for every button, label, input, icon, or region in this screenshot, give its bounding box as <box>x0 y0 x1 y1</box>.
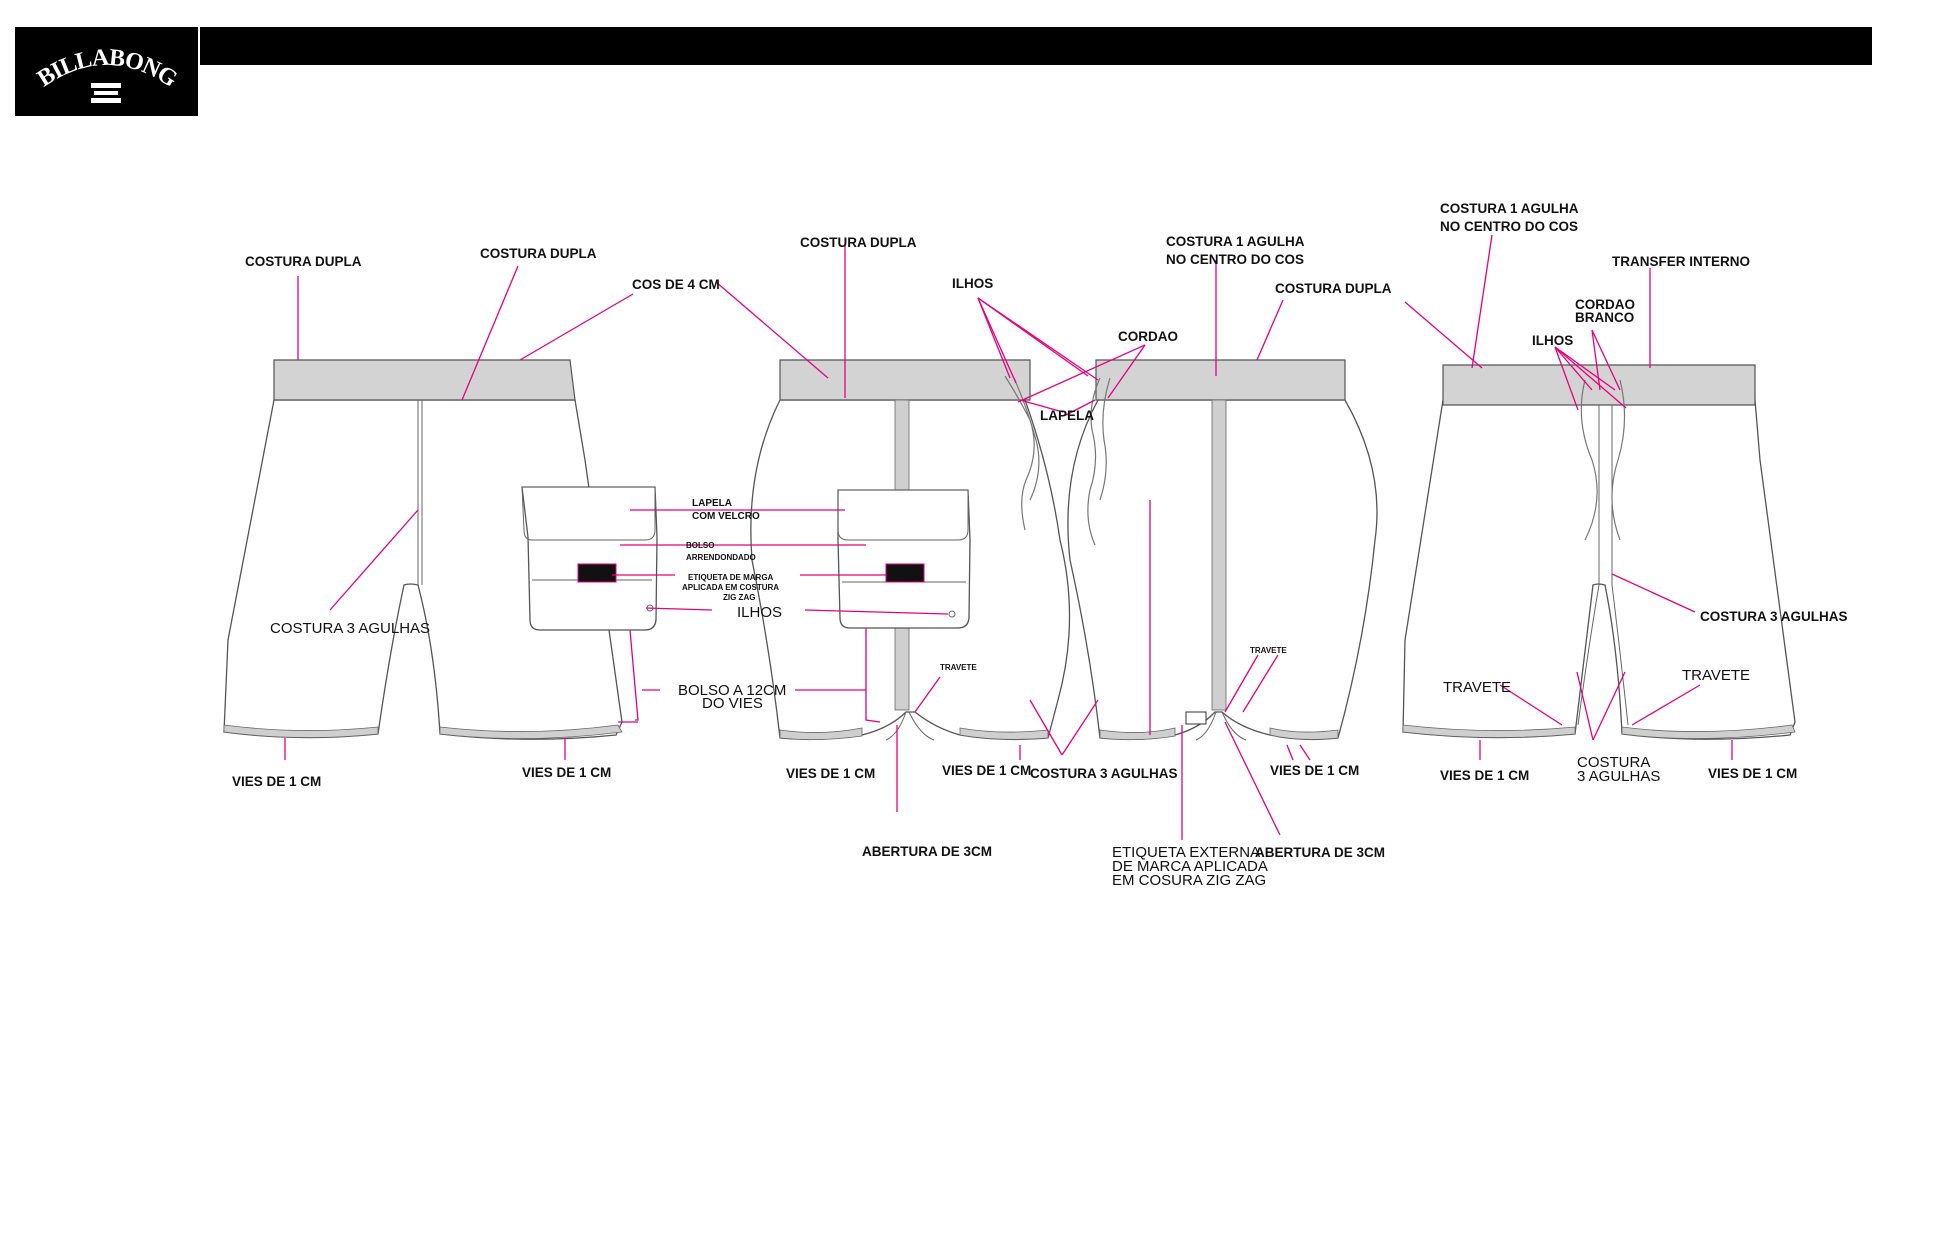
label-cos: COS DE 4 CM <box>632 277 720 292</box>
label-cordao: CORDAO <box>1575 297 1635 312</box>
label-com-velcro: COM VELCRO <box>692 511 760 522</box>
label-etiqueta-aplicada: APLICADA EM COSTURA <box>682 583 779 592</box>
label-vies: VIES DE 1 CM <box>1270 763 1359 778</box>
label-costura-1-agulha: COSTURA 1 AGULHA <box>1440 201 1579 216</box>
label-vies: VIES DE 1 CM <box>1440 768 1529 783</box>
label-cordao: CORDAO <box>1118 329 1178 344</box>
label-costura-3-agulhas: COSTURA 3 AGULHAS <box>1700 609 1848 624</box>
label-abertura: ABERTURA DE 3CM <box>862 844 992 859</box>
label-etiqueta-marga: ETIQUETA DE MARGA <box>688 573 774 582</box>
label-vies: VIES DE 1 CM <box>1708 766 1797 781</box>
label-vies: VIES DE 1 CM <box>942 763 1031 778</box>
label-costura-dupla: COSTURA DUPLA <box>480 246 597 261</box>
label-transfer-interno: TRANSFER INTERNO <box>1612 254 1750 269</box>
external-brand-label-icon <box>1185 711 1207 725</box>
label-marca-aplicada: DE MARCA APLICADA <box>1112 858 1268 875</box>
label-costura-dupla: COSTURA DUPLA <box>800 235 917 250</box>
label-ilhos: ILHOS <box>952 276 993 291</box>
shorts-front-right-view <box>1067 359 1378 741</box>
label-travete: TRAVETE <box>1250 646 1287 655</box>
header-bar <box>200 27 1872 65</box>
label-branco: BRANCO <box>1575 310 1634 325</box>
shorts-front-left-view <box>750 359 1071 741</box>
brand-label-patch-icon <box>577 563 617 583</box>
label-ilhos: ILHOS <box>737 604 782 621</box>
label-costura: COSTURA <box>1577 754 1650 771</box>
brand-mark <box>91 83 121 103</box>
label-lapela: LAPELA <box>692 498 732 509</box>
brand-label-patch-icon <box>885 563 925 583</box>
label-3-agulhas: 3 AGULHAS <box>1577 768 1660 785</box>
shorts-back-view <box>223 359 658 740</box>
annotation-labels: COSTURA DUPLA COSTURA DUPLA COS DE 4 CM … <box>232 201 1848 889</box>
label-costura-3-agulhas: COSTURA 3 AGULHAS <box>1030 766 1178 781</box>
label-cosura-zigzag: EM COSURA ZIG ZAG <box>1112 872 1266 889</box>
label-bolso-12cm: BOLSO A 12CM <box>678 682 786 699</box>
label-lapela: LAPELA <box>1040 408 1094 423</box>
label-vies: VIES DE 1 CM <box>522 765 611 780</box>
label-travete: TRAVETE <box>1443 679 1511 696</box>
brand-logo-box: BILLABONG <box>15 27 198 116</box>
leader-lines <box>284 234 1733 840</box>
label-costura-dupla: COSTURA DUPLA <box>245 254 362 269</box>
label-ilhos: ILHOS <box>1532 333 1573 348</box>
label-vies: VIES DE 1 CM <box>786 766 875 781</box>
label-travete: TRAVETE <box>940 663 977 672</box>
label-costura-3-agulhas: COSTURA 3 AGULHAS <box>270 620 430 637</box>
label-centro-do-cos: NO CENTRO DO COS <box>1440 219 1578 234</box>
label-bolso: BOLSO <box>686 541 714 550</box>
label-etiqueta-externa: ETIQUETA EXTERNA <box>1112 844 1260 861</box>
label-etiqueta-zigzag: ZIG ZAG <box>723 593 755 602</box>
label-do-vies: DO VIES <box>702 695 763 712</box>
label-travete: TRAVETE <box>1682 667 1750 684</box>
label-arrendondado: ARRENDONDADO <box>686 553 756 562</box>
billabong-logo-icon: BILLABONG <box>33 45 183 103</box>
label-abertura: ABERTURA DE 3CM <box>1255 845 1385 860</box>
label-costura-dupla: COSTURA DUPLA <box>1275 281 1392 296</box>
shorts-front-full-view <box>1402 364 1796 740</box>
label-costura-1-agulha: COSTURA 1 AGULHA <box>1166 234 1305 249</box>
label-vies: VIES DE 1 CM <box>232 774 321 789</box>
label-centro-do-cos: NO CENTRO DO COS <box>1166 252 1304 267</box>
